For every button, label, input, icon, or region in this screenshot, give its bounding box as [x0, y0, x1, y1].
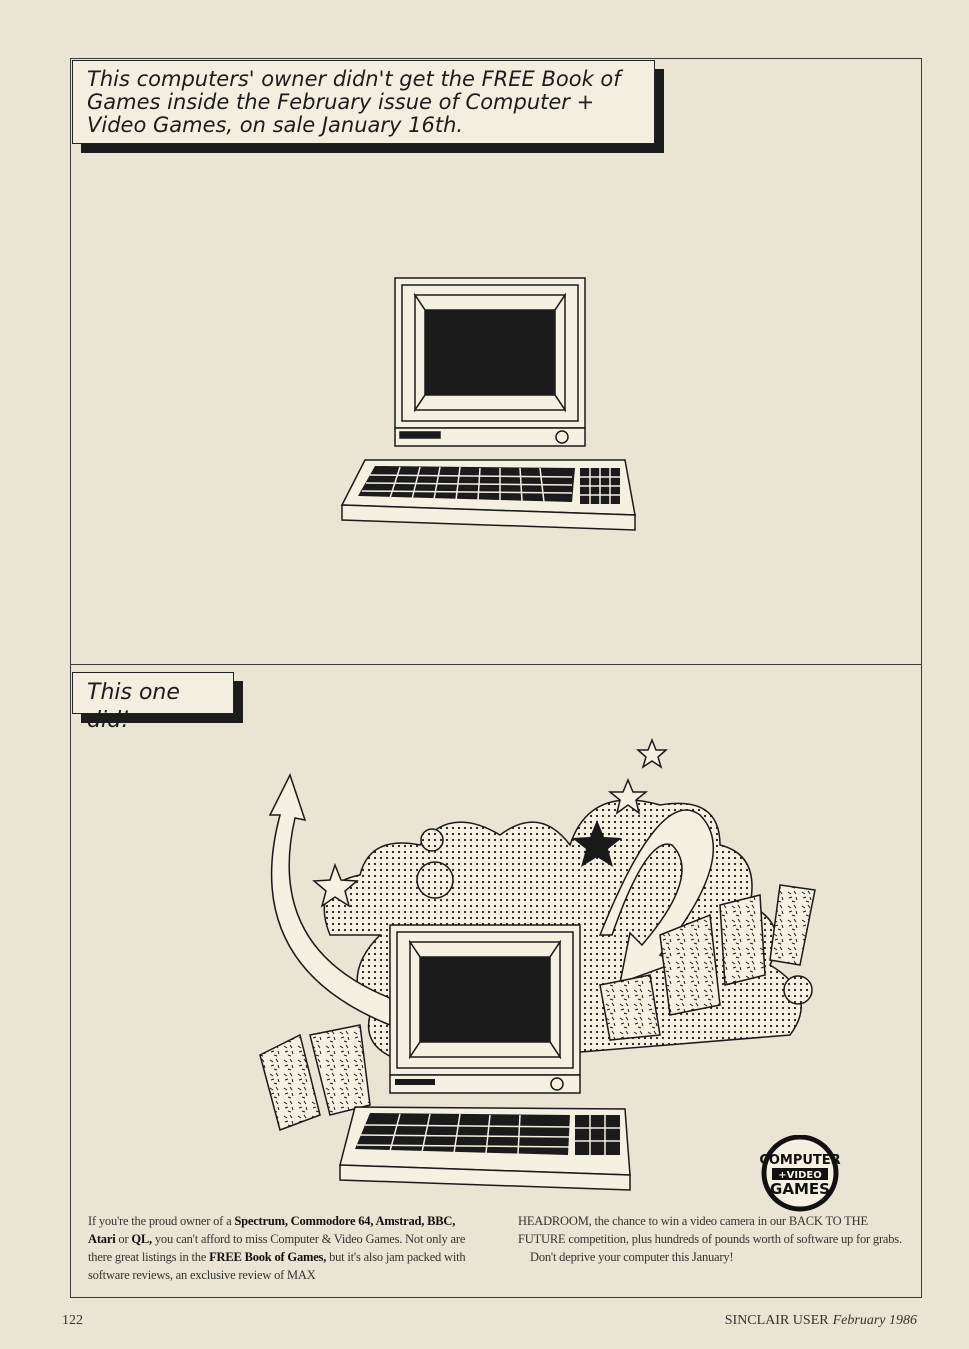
page-frame — [70, 58, 922, 1298]
body-paragraph: HEADROOM, the chance to win a video came… — [518, 1214, 902, 1246]
body-text-segment: or — [115, 1232, 132, 1246]
issue-date: February 1986 — [832, 1313, 917, 1328]
logo-line-1: COMPUTER — [759, 1153, 840, 1168]
logo-line-3: GAMES — [770, 1180, 830, 1198]
computer-illustration-plain — [340, 277, 636, 531]
body-text-left: If you're the proud owner of a Spectrum,… — [88, 1212, 483, 1284]
computer-illustration-whoosh — [259, 737, 816, 1191]
body-text-bold: FREE Book of Games, — [209, 1250, 327, 1264]
body-text-segment: but it's also jam packed with software r… — [88, 1250, 466, 1282]
panel-divider — [70, 664, 922, 665]
body-text-bold: QL, — [131, 1232, 152, 1246]
page-number: 122 — [62, 1313, 83, 1328]
body-paragraph-closing: Don't deprive your computer this January… — [530, 1250, 734, 1264]
body-text-segment: If you're the proud owner of a — [88, 1214, 235, 1228]
caption-top-text: This computers' owner didn't get the FRE… — [87, 67, 621, 137]
magazine-name: SINCLAIR USER — [724, 1313, 829, 1328]
caption-bottom: This one did! — [72, 672, 234, 733]
computer-video-games-logo: COMPUTER +VIDEO GAMES — [759, 1135, 841, 1212]
caption-bottom-text: This one did! — [87, 680, 180, 733]
logo-line-2: +VIDEO — [778, 1170, 821, 1181]
body-text-bold: Spectrum, Commodore 64, Amstrad, BBC, At… — [88, 1214, 456, 1246]
body-text-right: HEADROOM, the chance to win a video came… — [518, 1212, 910, 1266]
caption-top: This computers' owner didn't get the FRE… — [72, 60, 655, 144]
body-text-segment: you can't afford to miss Computer & Vide… — [88, 1232, 466, 1264]
